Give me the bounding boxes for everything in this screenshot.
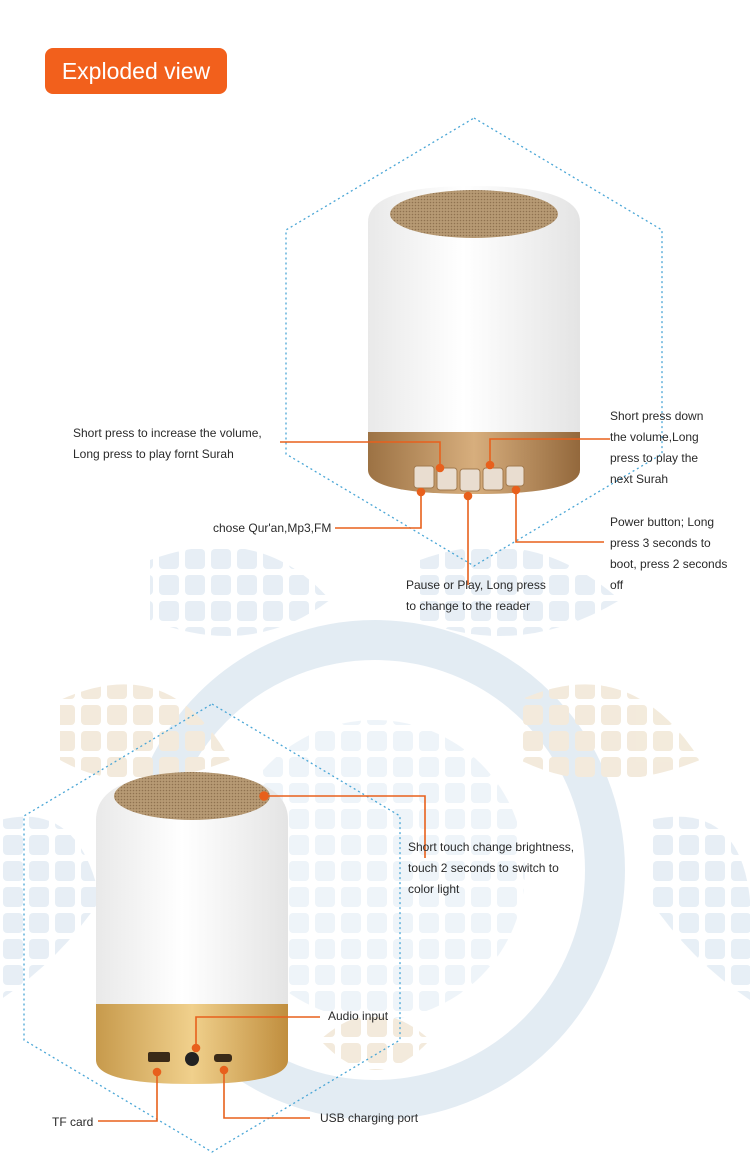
callout-power: Power button; Long press 3 seconds to bo…	[610, 515, 728, 592]
top-speaker-grille	[390, 190, 558, 238]
callout-usb-port: USB charging port	[320, 1111, 419, 1125]
audio-jack	[185, 1052, 199, 1066]
callout-touch-brightness: Short touch change brightness, touch 2 s…	[408, 840, 575, 896]
top-speaker-lamp	[368, 186, 580, 494]
callout-play-pause: Pause or Play, Long press to change to t…	[406, 578, 546, 613]
top-hexagon-outline	[285, 117, 663, 567]
bottom-hexagon-outline	[23, 703, 401, 1153]
callout-volume-down: Short press down the volume,Long press t…	[610, 409, 704, 486]
callout-mode: chose Qur'an,Mp3,FM	[213, 521, 332, 535]
callout-audio-input: Audio input	[328, 1009, 389, 1023]
bottom-speaker-lamp	[96, 772, 288, 1084]
usb-port	[214, 1054, 232, 1062]
callout-tf-card: TF card	[52, 1115, 94, 1129]
tf-card-slot	[148, 1052, 170, 1062]
bottom-touch-grille	[114, 772, 270, 820]
control-buttons[interactable]	[413, 465, 525, 492]
callout-volume-up: Short press to increase the volume, Long…	[73, 426, 262, 461]
section-title: Exploded view	[45, 48, 227, 94]
bottom-gold-base	[96, 1004, 288, 1084]
